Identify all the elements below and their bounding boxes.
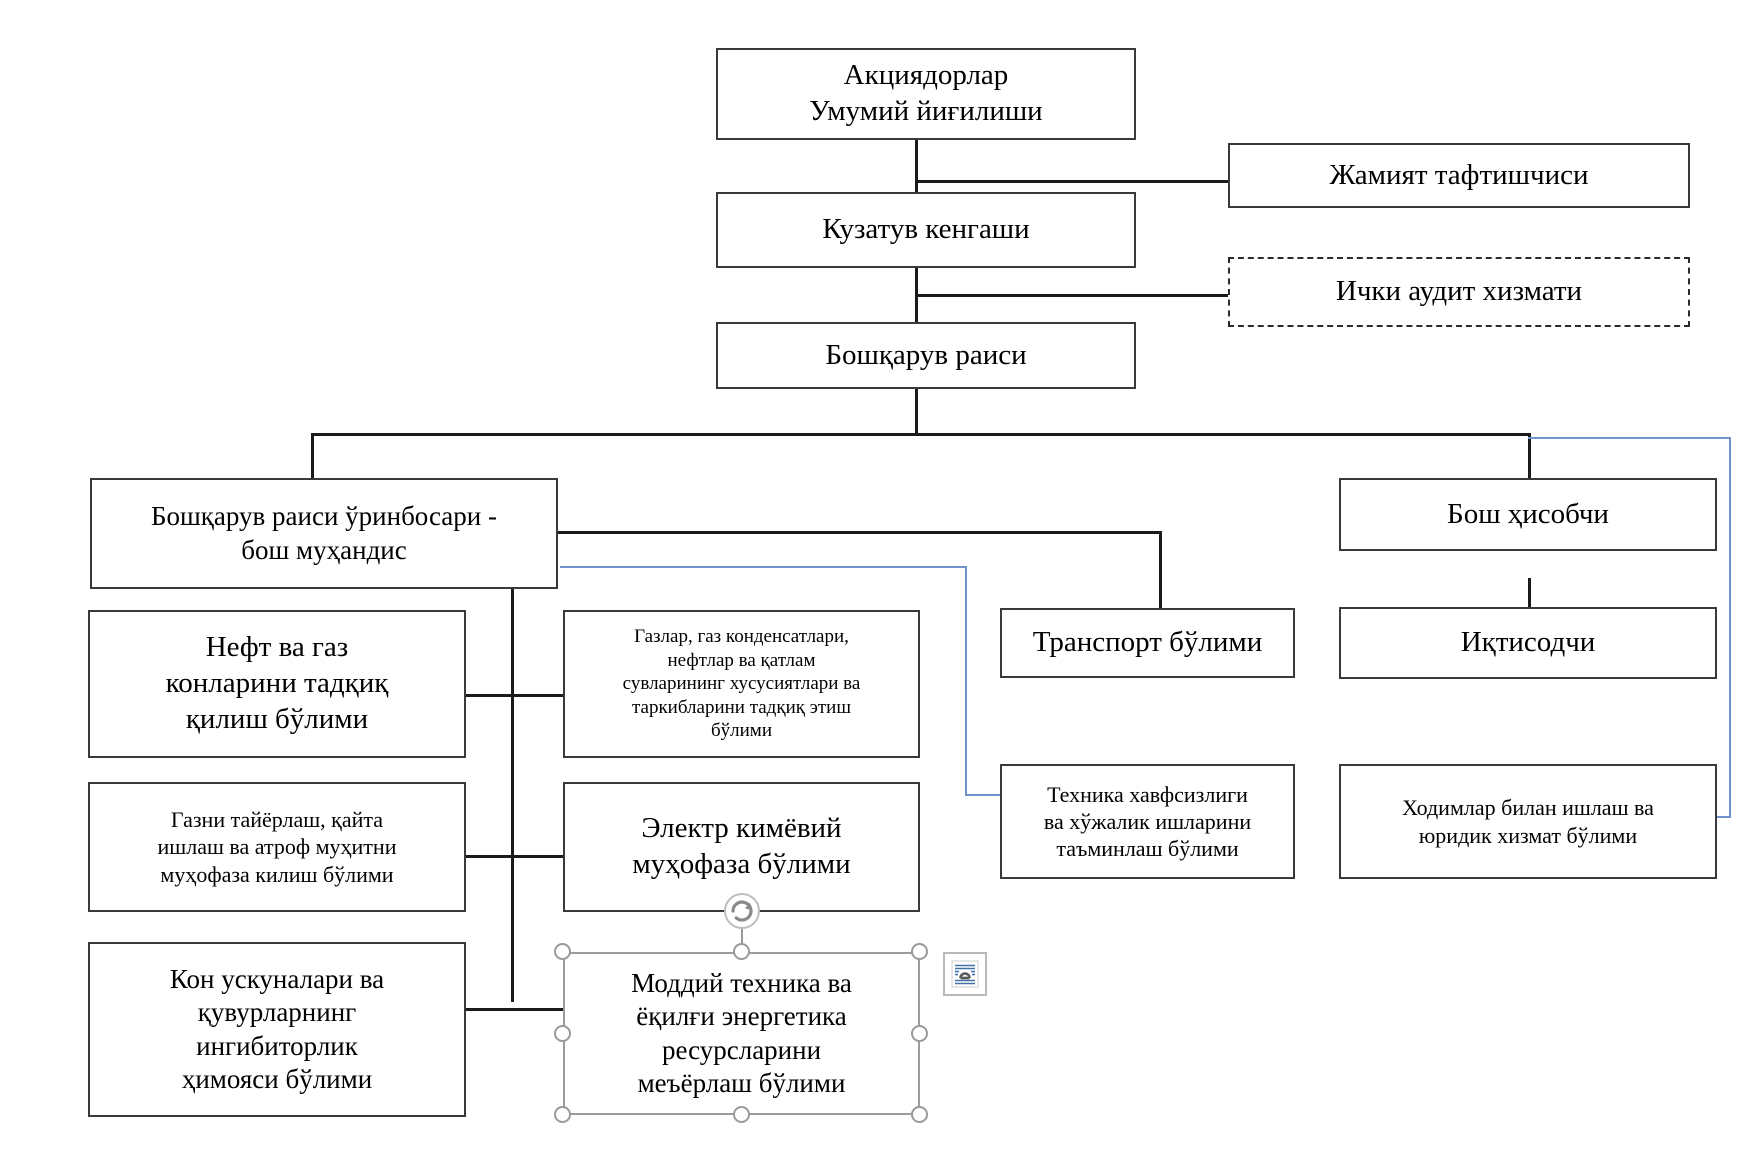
connector-chairman-down [915, 370, 918, 435]
node-chief-accountant-label: Бош ҳисобчи [1447, 497, 1609, 530]
connector-bus-to-chief-accountant [1528, 433, 1531, 478]
node-deputy-chief-engineer-line2: бош муҳандис [241, 534, 407, 565]
node-internal-audit-label: Ички аудит хизмати [1335, 275, 1583, 308]
node-mine-equipment-line4: ҳимояси бўлими [181, 1063, 373, 1094]
node-transport-department-label: Транспорт бўлими [1032, 626, 1263, 659]
node-hr-legal-line2: юридик хизмат бўлими [1418, 822, 1638, 848]
connector-blue-deputy-top [560, 566, 967, 568]
resize-handle-top-center[interactable] [733, 943, 750, 960]
node-gas-preparation-line1: Газни тайёрлаш, қайта [170, 807, 384, 833]
node-safety-department-line3: таъминлаш бўлими [1056, 836, 1239, 862]
connector-accountant-to-economist [1528, 578, 1531, 625]
node-economist[interactable]: Иқтисодчи [1339, 607, 1717, 679]
node-oil-gas-research[interactable]: Нефт ва газ конларини тадқиқ қилиш бўлим… [88, 610, 466, 758]
node-economist-label: Иқтисодчи [1460, 626, 1596, 659]
connector-spine-to-material-tech [511, 1008, 563, 1011]
node-electro-chemical-line2: муҳофаза бўлими [632, 848, 851, 880]
connector-deputy-spine [511, 589, 514, 1002]
node-gas-lab-research-line3: сувларининг хусусиятлари ва [622, 673, 861, 695]
connector-main-bus [311, 433, 1531, 436]
connector-bus-to-deputy [311, 433, 314, 478]
node-shareholders-meeting-line1: Акциядорлар [843, 59, 1009, 92]
node-gas-lab-research-line5: бўлими [710, 720, 772, 742]
node-safety-department[interactable]: Техника хавфсизлиги ва хўжалик ишларини … [1000, 764, 1295, 879]
resize-handle-top-left[interactable] [554, 943, 571, 960]
resize-handle-middle-right[interactable] [911, 1025, 928, 1042]
node-gas-lab-research-line2: нефтлар ва қатлам [667, 649, 816, 671]
node-company-auditor[interactable]: Жамият тафтишчиси [1228, 143, 1690, 208]
node-shareholders-meeting[interactable]: Акциядорлар Умумий йиғилиши [716, 48, 1136, 140]
connector-spine-to-gas-prep [466, 855, 514, 858]
node-gas-preparation-line3: муҳофаза килиш бўлими [160, 861, 394, 887]
connector-deputy-to-transport [554, 531, 1162, 534]
node-hr-legal-line1: Ходимлар билан ишлаш ва [1402, 795, 1654, 821]
rotate-handle-stem [741, 916, 743, 956]
connector-blue-vertical [965, 566, 967, 796]
node-oil-gas-research-line2: конларини тадқиқ [165, 667, 389, 700]
node-material-tech-line3: ресурсларини [661, 1034, 822, 1065]
node-safety-department-line2: ва хўжалик ишларини [1043, 808, 1252, 834]
node-gas-preparation[interactable]: Газни тайёрлаш, қайта ишлаш ва атроф муҳ… [88, 782, 466, 912]
node-material-tech-resources[interactable]: Моддий техника ва ёқилғи энергетика ресу… [563, 952, 920, 1115]
node-material-tech-line2: ёқилғи энергетика [636, 1001, 847, 1032]
connector-blue-right-top [1528, 437, 1731, 439]
node-safety-department-line1: Техника хавфсизлиги [1047, 781, 1248, 807]
node-shareholders-meeting-line2: Умумий йиғилиши [809, 95, 1043, 127]
connector-board-to-auditor [915, 180, 1228, 183]
connector-spine-to-gas-lab [511, 694, 563, 697]
node-deputy-chief-engineer-line1: Бошқарув раиси ўринбосари - [151, 501, 497, 532]
connector-shareholders-to-board [915, 137, 918, 192]
resize-handle-bottom-left[interactable] [554, 1106, 571, 1123]
connector-blue-right-vertical [1729, 437, 1731, 817]
node-oil-gas-research-line1: Нефт ва газ [205, 631, 349, 664]
connector-blue-to-safety [965, 794, 1010, 796]
connector-transport-drop [1159, 531, 1162, 609]
node-material-tech-line4: меъёрлаш бўлими [637, 1067, 846, 1098]
node-board-chairman[interactable]: Бошқарув раиси [716, 322, 1136, 389]
connector-spine-to-electro-chem [511, 855, 563, 858]
node-oil-gas-research-line3: қилиш бўлими [185, 702, 369, 735]
node-hr-legal-department[interactable]: Ходимлар билан ишлаш ва юридик хизмат бў… [1339, 764, 1717, 879]
node-mine-equipment-protection[interactable]: Кон ускуналари ва қувурларнинг ингибитор… [88, 942, 466, 1117]
connector-chairman-to-internal-audit [915, 294, 1228, 297]
node-transport-department[interactable]: Транспорт бўлими [1000, 608, 1295, 678]
resize-handle-top-right[interactable] [911, 943, 928, 960]
resize-handle-bottom-right[interactable] [911, 1106, 928, 1123]
node-board-chairman-label: Бошқарув раиси [825, 338, 1027, 371]
node-gas-lab-research[interactable]: Газлар, газ конденсатлари, нефтлар ва қа… [563, 610, 920, 758]
node-gas-lab-research-line1: Газлар, газ конденсатлари, [634, 626, 849, 648]
node-internal-audit[interactable]: Ички аудит хизмати [1228, 257, 1690, 327]
node-gas-preparation-line2: ишлаш ва атроф муҳитни [157, 834, 397, 860]
node-mine-equipment-line2: қувурларнинг [197, 997, 357, 1028]
node-deputy-chief-engineer[interactable]: Бошқарув раиси ўринбосари - бош муҳандис [90, 478, 558, 589]
node-material-tech-line1: Моддий техника ва [631, 967, 852, 998]
connector-spine-to-mine-equipment [466, 1008, 514, 1011]
node-supervisory-board-label: Кузатув кенгаши [822, 213, 1030, 246]
rotate-icon[interactable] [723, 892, 761, 930]
layout-options-icon [951, 960, 979, 988]
node-chief-accountant[interactable]: Бош ҳисобчи [1339, 478, 1717, 551]
node-supervisory-board[interactable]: Кузатув кенгаши [716, 192, 1136, 268]
connector-spine-to-oil-gas [466, 694, 514, 697]
node-mine-equipment-line3: ингибиторлик [196, 1030, 358, 1061]
layout-options-button[interactable] [943, 952, 987, 996]
node-gas-lab-research-line4: таркибларини тадқиқ этиш [631, 696, 851, 718]
node-mine-equipment-line1: Кон ускуналари ва [169, 963, 385, 994]
connector-board-to-chairman [915, 268, 918, 328]
node-company-auditor-label: Жамият тафтишчиси [1329, 158, 1589, 191]
resize-handle-middle-left[interactable] [554, 1025, 571, 1042]
node-electro-chemical-line1: Электр кимёвий [641, 812, 842, 845]
resize-handle-bottom-center[interactable] [733, 1106, 750, 1123]
